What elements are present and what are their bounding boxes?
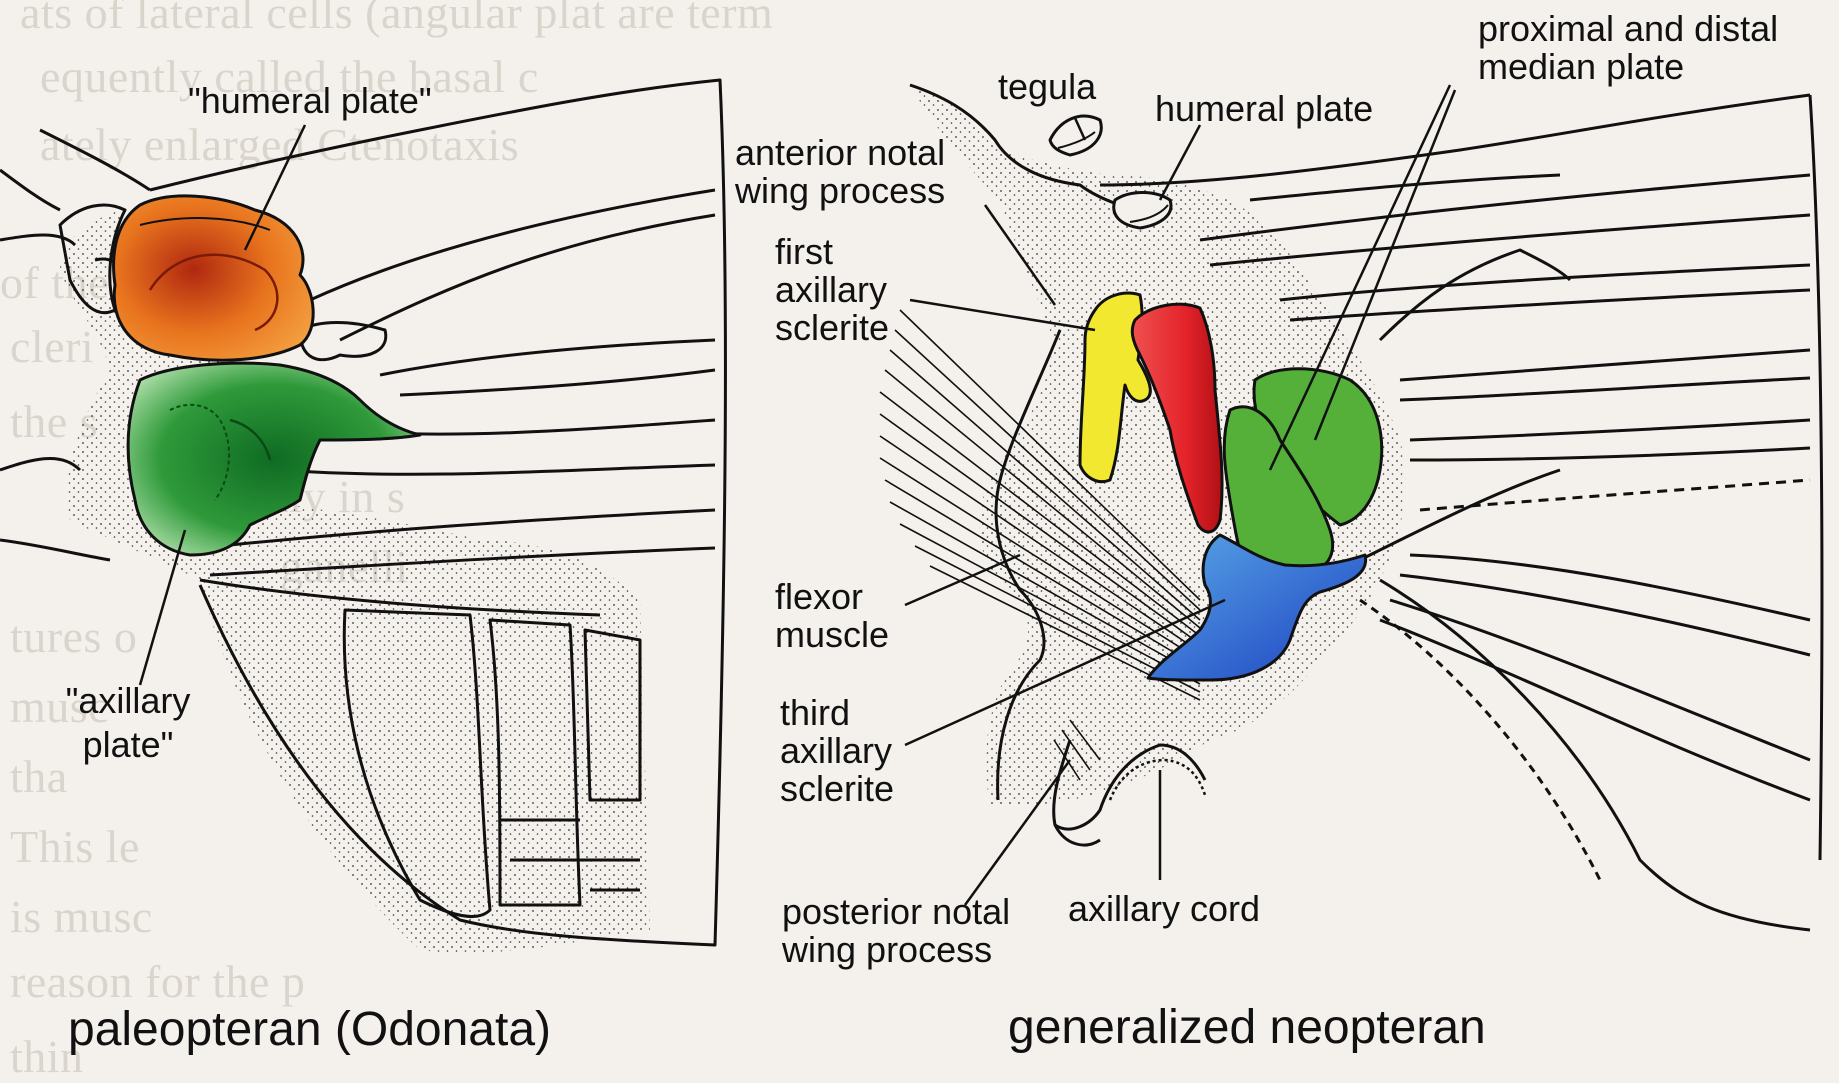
label-tegula: tegula [998,68,1096,106]
label-anterior-notal-line1: anterior notal [735,134,945,172]
label-axillary-plate-left: "axillary plate" [48,682,208,764]
label-median-plate-line2: median plate [1478,48,1778,86]
neopteran-wing-outline [1810,95,1822,860]
neopteran-vein-1 [1200,175,1810,240]
caption-paleopteran: paleopteran (Odonata) [68,1002,551,1057]
label-third-axillary-line1: third [780,694,894,732]
label-median-plate-line1: proximal and distal [1478,10,1778,48]
label-posterior-notal-line1: posterior notal [782,893,1010,931]
paleopteran-wing [0,80,725,953]
label-third-axillary-sclerite: third axillary sclerite [780,694,894,808]
label-axillary-cord: axillary cord [1068,890,1260,928]
label-posterior-notal-line2: wing process [782,931,1010,969]
label-first-axillary-line1: first [775,233,889,271]
label-first-axillary-line3: sclerite [775,309,889,347]
label-flexor-line1: flexor [775,578,889,616]
caption-neopteran: generalized neopteran [1008,1000,1486,1055]
label-median-plate: proximal and distal median plate [1478,10,1778,86]
label-anterior-notal-wing-process: anterior notal wing process [735,134,945,210]
label-posterior-notal-wing-process: posterior notal wing process [782,893,1010,969]
label-axillary-plate-line2: plate" [48,726,208,764]
label-first-axillary-line2: axillary [775,271,889,309]
label-third-axillary-line2: axillary [780,732,894,770]
label-flexor-line2: muscle [775,616,889,654]
label-axillary-plate-line1: "axillary [48,682,208,720]
neopteran-vein-3 [1400,350,1810,380]
label-third-axillary-line3: sclerite [780,770,894,808]
paleopteran-vein-1 [310,190,715,300]
paleopteran-humeral-plate [114,196,314,360]
label-humeral-plate-left: "humeral plate" [188,82,432,120]
label-humeral-plate-right: humeral plate [1155,90,1373,128]
neopteran-vein-4 [1410,420,1810,440]
label-flexor-muscle: flexor muscle [775,578,889,654]
leader-median-plate-distal [1315,90,1455,440]
label-first-axillary-sclerite: first axillary sclerite [775,233,889,347]
label-anterior-notal-line2: wing process [735,172,945,210]
paleopteran-vein-2 [380,340,715,375]
